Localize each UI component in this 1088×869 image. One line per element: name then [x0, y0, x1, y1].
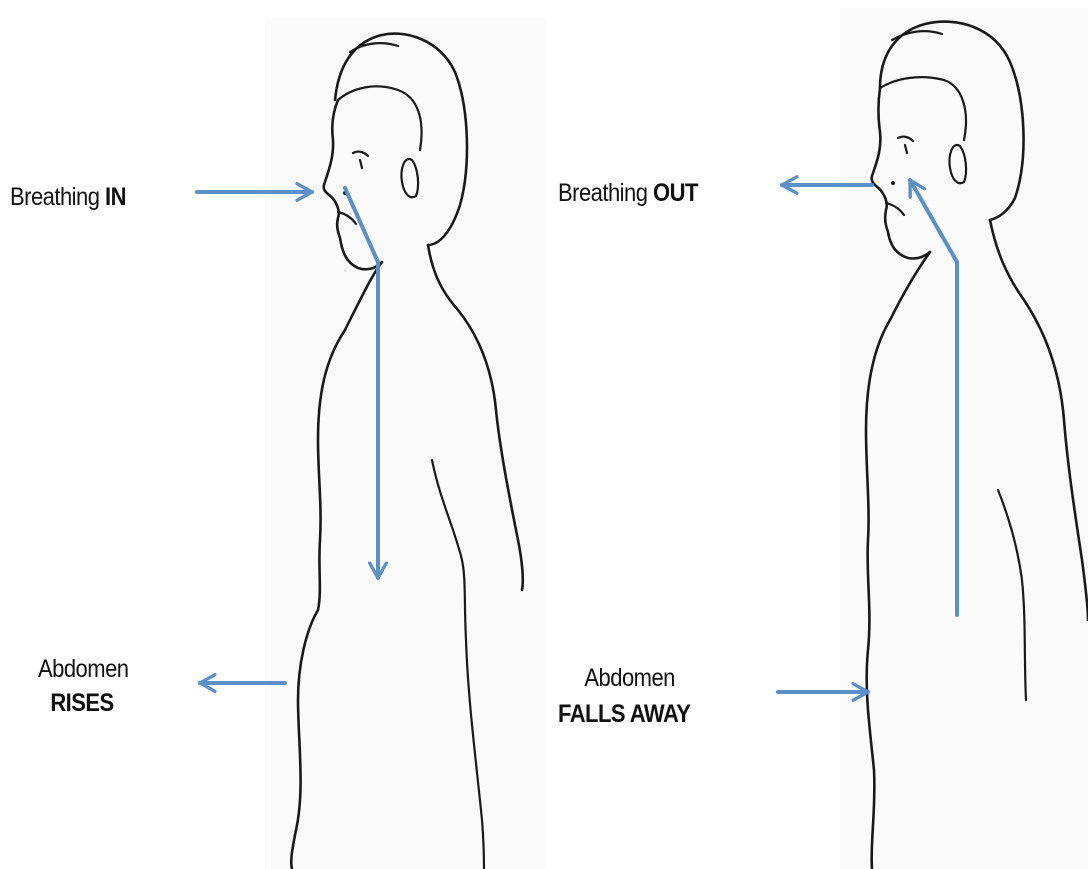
right-nostril [891, 181, 895, 185]
label-abdomen-falls-away-line2: FALLS AWAY [558, 700, 690, 728]
label-breathing-in-emphasis: IN [105, 183, 126, 211]
label-abdomen-falls-away-line1: Abdomen [558, 660, 690, 696]
label-breathing-in: Breathing IN [10, 182, 126, 212]
left-figure-paper [265, 18, 545, 869]
label-breathing-out-prefix: Breathing [558, 179, 653, 207]
label-abdomen-rises-line2: RISES [50, 689, 113, 717]
label-breathing-out-emphasis: OUT [653, 179, 698, 207]
label-abdomen-falls-away: Abdomen FALLS AWAY [558, 660, 690, 732]
label-breathing-in-prefix: Breathing [10, 183, 105, 211]
label-abdomen-rises: Abdomen RISES [38, 652, 128, 720]
right-figure-panel [840, 8, 1088, 869]
label-abdomen-rises-line1: Abdomen [38, 652, 128, 686]
label-breathing-out: Breathing OUT [558, 178, 698, 208]
left-figure-panel [265, 18, 545, 869]
